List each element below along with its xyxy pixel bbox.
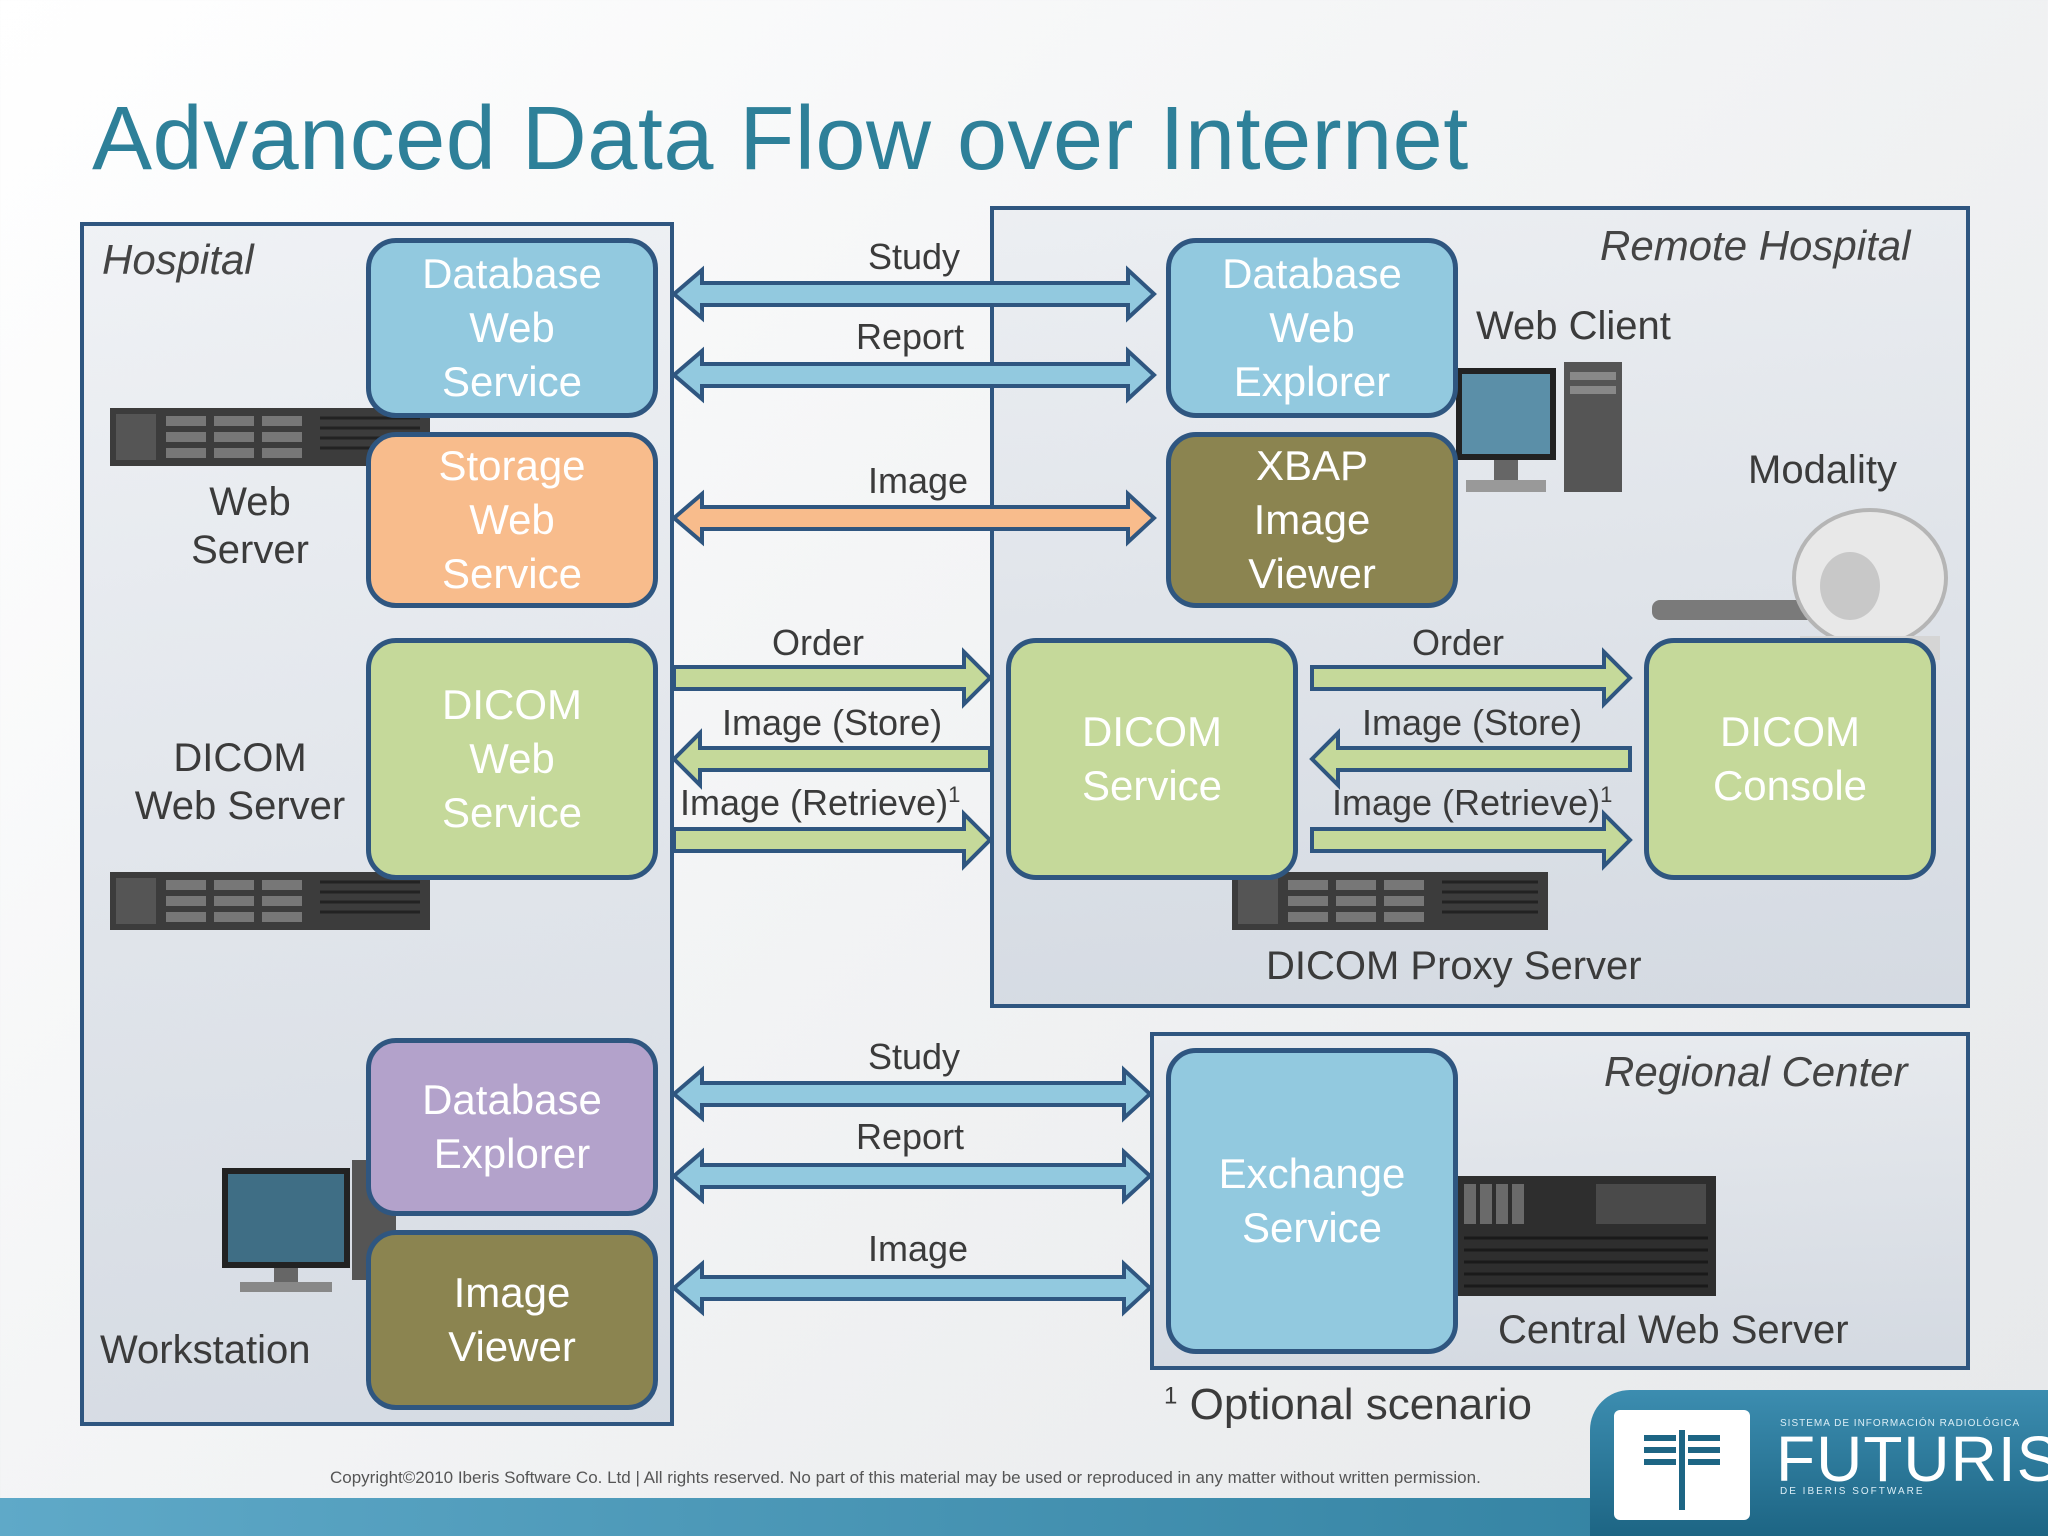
web-server-label: Web Server xyxy=(191,480,309,572)
order-arrow-right xyxy=(1310,647,1633,709)
report-arrow-bottom xyxy=(670,1147,1153,1205)
store-arrow-left xyxy=(671,728,992,790)
central-web-server-label: Central Web Server xyxy=(1498,1308,1849,1352)
futuris-logo-icon xyxy=(1614,1410,1750,1520)
study-arrow-bottom xyxy=(670,1065,1153,1123)
image-flow-label: Image xyxy=(868,460,969,501)
image-store-label-left: Image (Store) xyxy=(722,702,943,743)
dicom-web-server-icon xyxy=(110,872,430,930)
report-flow-label-bottom: Report xyxy=(856,1116,965,1157)
order-arrow-left xyxy=(672,647,993,709)
image-retrieve-label-right: Image (Retrieve)1 xyxy=(1332,782,1613,823)
storage-web-service-box: Storage Web Service xyxy=(366,432,658,608)
workstation-label: Workstation xyxy=(100,1328,311,1372)
exchange-service-box: Exchange Service xyxy=(1166,1048,1458,1354)
page-title: Advanced Data Flow over Internet xyxy=(92,89,1469,189)
retrieve-arrow-left xyxy=(672,809,993,871)
footnote: 1 Optional scenario xyxy=(1164,1380,1533,1429)
logo-tagline-top: SISTEMA DE INFORMACIÓN RADIOLÓGICA xyxy=(1780,1418,2021,1429)
hospital-label: Hospital xyxy=(102,236,254,283)
database-web-explorer-box: Database Web Explorer xyxy=(1166,238,1458,418)
web-client-computer-icon xyxy=(1456,362,1622,492)
retrieve-arrow-right xyxy=(1310,809,1633,871)
order-flow-label-right: Order xyxy=(1412,622,1505,663)
report-flow-label: Report xyxy=(856,316,965,357)
image-retrieve-label-left: Image (Retrieve)1 xyxy=(680,782,961,823)
database-web-service-box: Database Web Service xyxy=(366,238,658,418)
report-arrow xyxy=(670,346,1157,404)
store-arrow-right xyxy=(1309,728,1632,790)
image-arrow-bottom xyxy=(670,1259,1153,1317)
dicom-service-box: DICOM Service xyxy=(1006,638,1298,880)
logo-tagline-bottom: DE IBERIS SOFTWARE xyxy=(1780,1486,1925,1497)
web-client-label: Web Client xyxy=(1476,304,1671,348)
central-web-server-icon xyxy=(1456,1176,1716,1296)
remote-hospital-label: Remote Hospital xyxy=(1600,222,1911,269)
database-explorer-box: Database Explorer xyxy=(366,1038,658,1216)
dicom-proxy-server-icon xyxy=(1232,872,1548,930)
dicom-web-service-box: DICOM Web Service xyxy=(366,638,658,880)
image-flow-label-bottom: Image xyxy=(868,1228,969,1269)
image-arrow xyxy=(670,489,1157,547)
image-store-label-right: Image (Store) xyxy=(1362,702,1583,743)
study-arrow xyxy=(670,265,1157,323)
study-flow-label: Study xyxy=(868,236,961,277)
xbap-image-viewer-box: XBAP Image Viewer xyxy=(1166,432,1458,608)
dicom-proxy-server-label: DICOM Proxy Server xyxy=(1266,944,1642,988)
dicom-web-server-label: DICOM Web Server xyxy=(134,736,346,828)
futuris-logo-text: FUTURIS xyxy=(1776,1423,2048,1495)
dicom-console-box: DICOM Console xyxy=(1644,638,1936,880)
study-flow-label-bottom: Study xyxy=(868,1036,961,1077)
copyright-text: Copyright©2010 Iberis Software Co. Ltd |… xyxy=(330,1468,1481,1487)
image-viewer-box: Image Viewer xyxy=(366,1230,658,1410)
order-flow-label-left: Order xyxy=(772,622,865,663)
regional-center-label: Regional Center xyxy=(1604,1048,1908,1095)
modality-label: Modality xyxy=(1748,448,1897,492)
